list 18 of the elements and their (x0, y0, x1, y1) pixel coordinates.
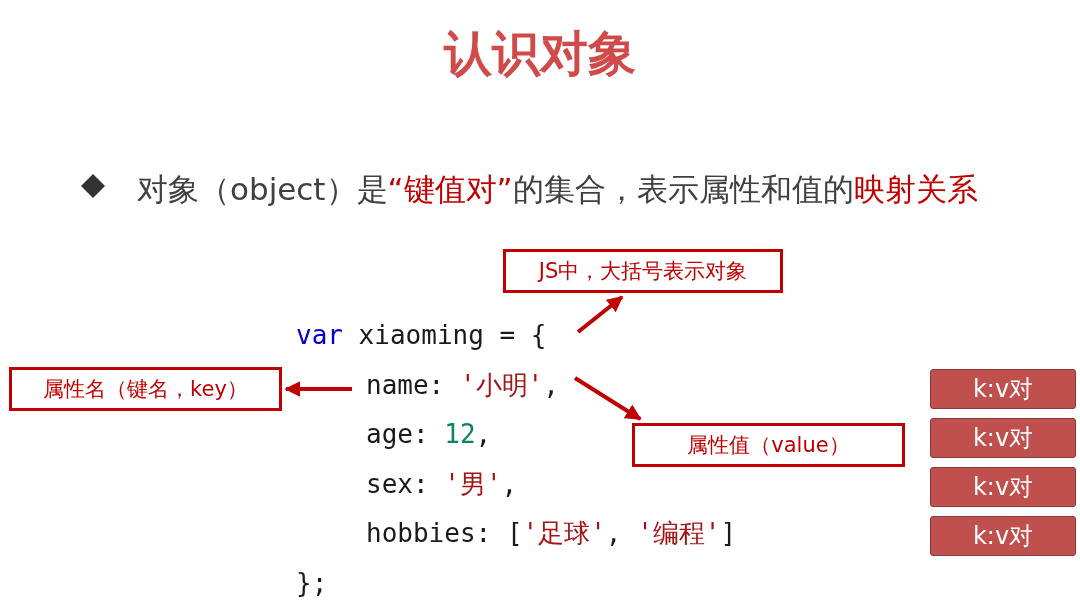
code-line: hobbies: ['足球', '编程'] (366, 517, 737, 550)
pair-tag: k:v对 (930, 369, 1076, 409)
arrow (573, 376, 642, 421)
pair-tag: k:v对 (930, 467, 1076, 507)
code-line: var xiaoming = { (296, 319, 547, 352)
callout-box: 属性名（键名，key） (9, 367, 282, 411)
code-line: sex: '男', (366, 468, 518, 501)
arrow (576, 295, 624, 334)
pair-tag: k:v对 (930, 516, 1076, 556)
pair-tag: k:v对 (930, 418, 1076, 458)
bullet-text: 对象（object）是“键值对”的集合，表示属性和值的映射关系 (137, 170, 979, 209)
arrow (284, 381, 352, 397)
code-line: age: 12, (366, 418, 492, 451)
slide-title: 认识对象 (442, 24, 637, 83)
callout-box: 属性值（value） (632, 423, 905, 467)
code-line: name: '小明', (366, 369, 559, 402)
callout-box: JS中，大括号表示对象 (503, 249, 783, 293)
code-line: }; (296, 567, 328, 600)
